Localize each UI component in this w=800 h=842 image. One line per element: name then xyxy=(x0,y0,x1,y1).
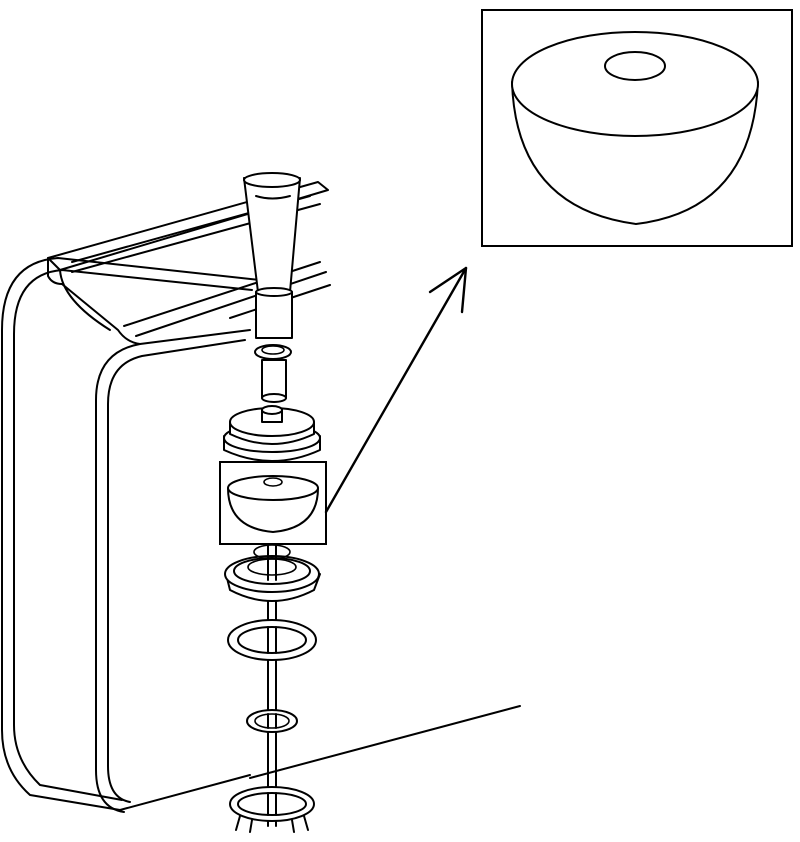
bowl-cup xyxy=(219,461,327,545)
small-ring xyxy=(246,709,298,733)
leader-arrow-up-right xyxy=(324,266,468,514)
float-ring-large xyxy=(224,544,321,602)
neck-ring xyxy=(254,344,292,360)
tank-body xyxy=(1,181,521,813)
seal-ring xyxy=(227,619,317,661)
base-ring xyxy=(229,786,315,833)
filler-neck-tube xyxy=(243,172,301,293)
filler-nozzle xyxy=(255,287,293,339)
cap-disc xyxy=(223,405,321,462)
short-sleeve xyxy=(261,359,287,403)
enlarged-bowl-cup xyxy=(481,9,793,247)
